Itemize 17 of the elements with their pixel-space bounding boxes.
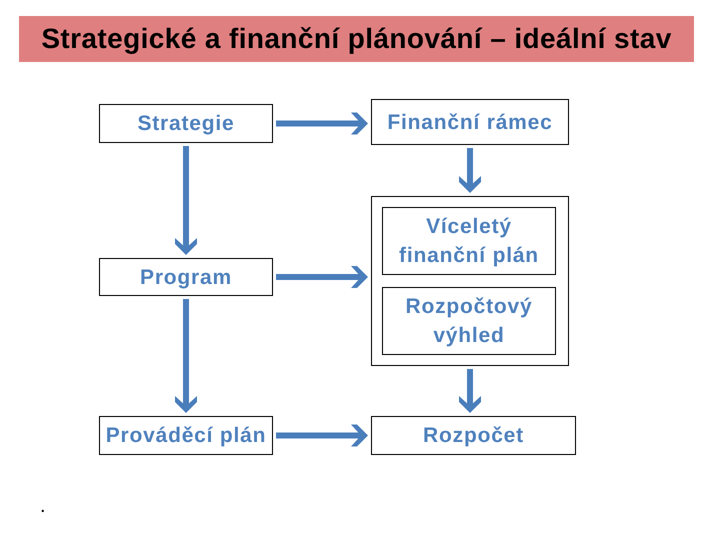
process-box [382,207,556,275]
note-text: . [40,494,46,518]
node-label: Program [140,264,232,290]
process-box [99,258,273,296]
process-box [99,416,273,455]
group-box [371,196,569,366]
node-label: Rozpočet [423,423,524,449]
process-box [371,416,576,455]
node-label: Strategie [137,111,235,137]
node-label: Finanční rámec [387,110,553,136]
node-label: Rozpočtový výhled [404,294,534,349]
node-label: Víceletý finanční plán [398,214,540,269]
process-box [382,287,556,355]
title-banner: Strategické a finanční plánování – ideální stav [19,16,694,62]
process-box [371,99,569,145]
process-box [99,104,273,143]
node-label: Prováděcí plán [106,423,266,449]
